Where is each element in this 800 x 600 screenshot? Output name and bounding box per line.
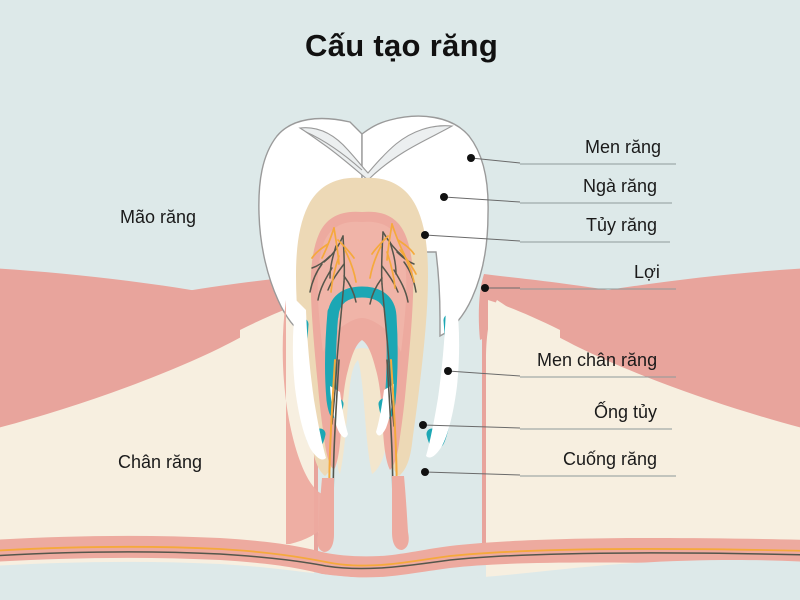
leader-dot-men-chan-rang: [444, 367, 452, 375]
leader-dot-men-rang: [467, 154, 475, 162]
periodontal-ligament-right: [426, 296, 460, 458]
label-nga-rang: Ngà răng: [583, 176, 658, 196]
leader-dot-loi: [481, 284, 489, 292]
leader-line-ong-tuy: [422, 424, 521, 429]
root-socket-lining-left: [282, 300, 330, 544]
neurovascular-trunk-vertical-left: [317, 478, 334, 552]
neurovascular-trunk-vertical-right: [392, 476, 409, 550]
label-ong-tuy: Ống tủy: [594, 402, 658, 422]
pulp-nerve-branches-orange: [311, 223, 417, 293]
neurovascular-bundle-dark-line: [0, 551, 800, 570]
label-men-rang: Men răng: [585, 137, 662, 157]
occlusal-fissure-shade: [298, 125, 454, 181]
neurovascular-bundle-band: [0, 535, 800, 578]
label-tuy-rang: Tủy răng: [586, 215, 658, 235]
leader-line-men-rang: [470, 157, 521, 164]
leader-line-men-chan-rang: [447, 370, 521, 377]
leader-dot-nga-rang: [440, 193, 448, 201]
occlusal-fissure-line: [305, 131, 363, 171]
label-chan-rang: Chân răng: [118, 452, 203, 472]
leader-dot-cuong-rang: [421, 468, 429, 476]
leader-dot-tuy-rang: [421, 231, 429, 239]
leader-line-cuong-rang: [424, 471, 521, 476]
leader-line-nga-rang: [443, 196, 521, 203]
label-loi: Lợi: [634, 262, 660, 282]
leader-line-tuy-rang: [424, 234, 521, 242]
periodontal-ligament-left: [292, 300, 326, 460]
label-cuong-rang: Cuống răng: [563, 449, 658, 469]
neurovascular-bundle-orange-line: [0, 545, 800, 567]
page-title: Cấu tạo răng: [305, 28, 499, 63]
leader-lines-group: [419, 154, 521, 476]
dentin-interradicular: [336, 348, 388, 474]
enamel-crown-right: [361, 115, 489, 338]
alveolar-bone-right: [486, 300, 800, 600]
label-men-chan-rang: Men chân răng: [537, 350, 658, 370]
label-underlines-group: [520, 163, 676, 477]
leader-dot-ong-tuy: [419, 421, 427, 429]
alveolar-bone-left: [0, 300, 314, 600]
label-mao-rang: Mão răng: [120, 207, 197, 227]
lower-background-arc: [0, 559, 800, 600]
